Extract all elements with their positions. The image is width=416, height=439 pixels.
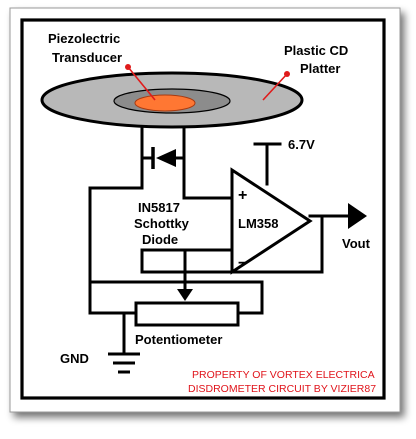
watermark-line-1: PROPERTY OF VORTEX ELECTRICA bbox=[192, 369, 375, 381]
transducer-label-2: Transducer bbox=[52, 50, 122, 65]
platter-pointer bbox=[262, 71, 290, 101]
supply-voltage-label: 6.7V bbox=[288, 137, 315, 152]
diode-label-2: Schottky bbox=[134, 216, 190, 231]
watermark-line-2: DISDROMETER CIRCUIT BY VIZIER87 bbox=[188, 383, 376, 395]
plus-input-label: + bbox=[238, 187, 247, 204]
opamp-lm358 bbox=[230, 167, 313, 275]
output-arrow bbox=[348, 203, 367, 229]
potentiometer-label: Potentiometer bbox=[135, 332, 222, 347]
piezo-transducer bbox=[134, 94, 196, 112]
diode-label-3: Diode bbox=[142, 232, 178, 247]
potentiometer-body bbox=[134, 301, 240, 327]
schottky-diode bbox=[142, 147, 184, 169]
diode-label-1: IN5817 bbox=[138, 200, 180, 215]
opamp-label: LM358 bbox=[238, 216, 278, 231]
platter-label: Plastic CD bbox=[284, 43, 348, 58]
minus-input-label: − bbox=[238, 255, 247, 272]
platter-label-2: Platter bbox=[300, 61, 340, 76]
output-label: Vout bbox=[342, 236, 371, 251]
ground-icon bbox=[108, 352, 140, 374]
diagram-border bbox=[20, 18, 386, 400]
potentiometer-wiper bbox=[177, 289, 193, 301]
transducer-pointer bbox=[125, 64, 156, 101]
ground-label: GND bbox=[60, 351, 89, 366]
transducer-label: Piezolectric bbox=[48, 31, 120, 46]
